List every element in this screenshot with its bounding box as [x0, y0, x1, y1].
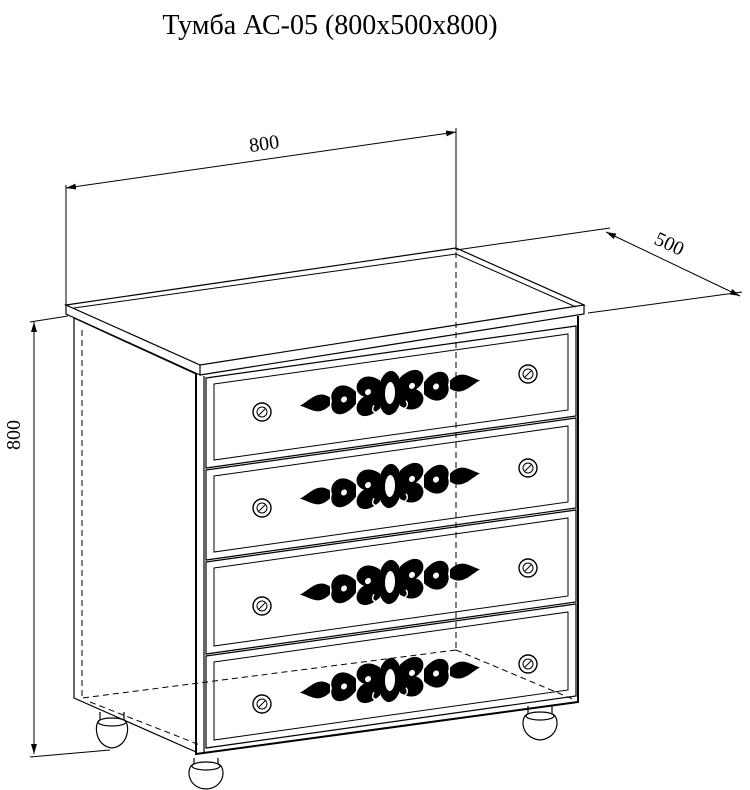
knob-left-icon [252, 402, 272, 422]
knob-right-icon [518, 558, 538, 578]
foot-left-back [95, 712, 129, 749]
width-dimension: 800 [65, 128, 457, 305]
knob-right-icon [518, 364, 538, 384]
foot-front-left [188, 758, 224, 790]
ornament-icon [299, 644, 481, 716]
depth-dimension: 500 [455, 227, 743, 314]
drawer-2 [205, 417, 577, 561]
height-label: 800 [3, 420, 25, 450]
ornament-icon [299, 546, 481, 618]
knob-left-icon [252, 596, 272, 616]
ornament-icon [299, 357, 481, 429]
hidden-edges [81, 252, 576, 746]
feet [95, 706, 558, 790]
drawer-1 [205, 325, 577, 469]
foot-front-right [522, 706, 558, 741]
width-label: 800 [248, 131, 281, 157]
ornament-icon [299, 450, 481, 522]
knob-right-icon [518, 654, 538, 674]
drawer-4 [205, 603, 577, 749]
height-dimension: 800 [3, 315, 111, 758]
top-panel [63, 247, 587, 376]
knob-left-icon [252, 498, 272, 518]
drawer-3 [205, 509, 577, 655]
front-frame [195, 316, 579, 756]
diagram-title: Тумба АС-05 (800х500х800) [162, 10, 498, 41]
side-panel [73, 317, 197, 753]
knob-right-icon [518, 458, 538, 478]
knob-left-icon [252, 694, 272, 714]
